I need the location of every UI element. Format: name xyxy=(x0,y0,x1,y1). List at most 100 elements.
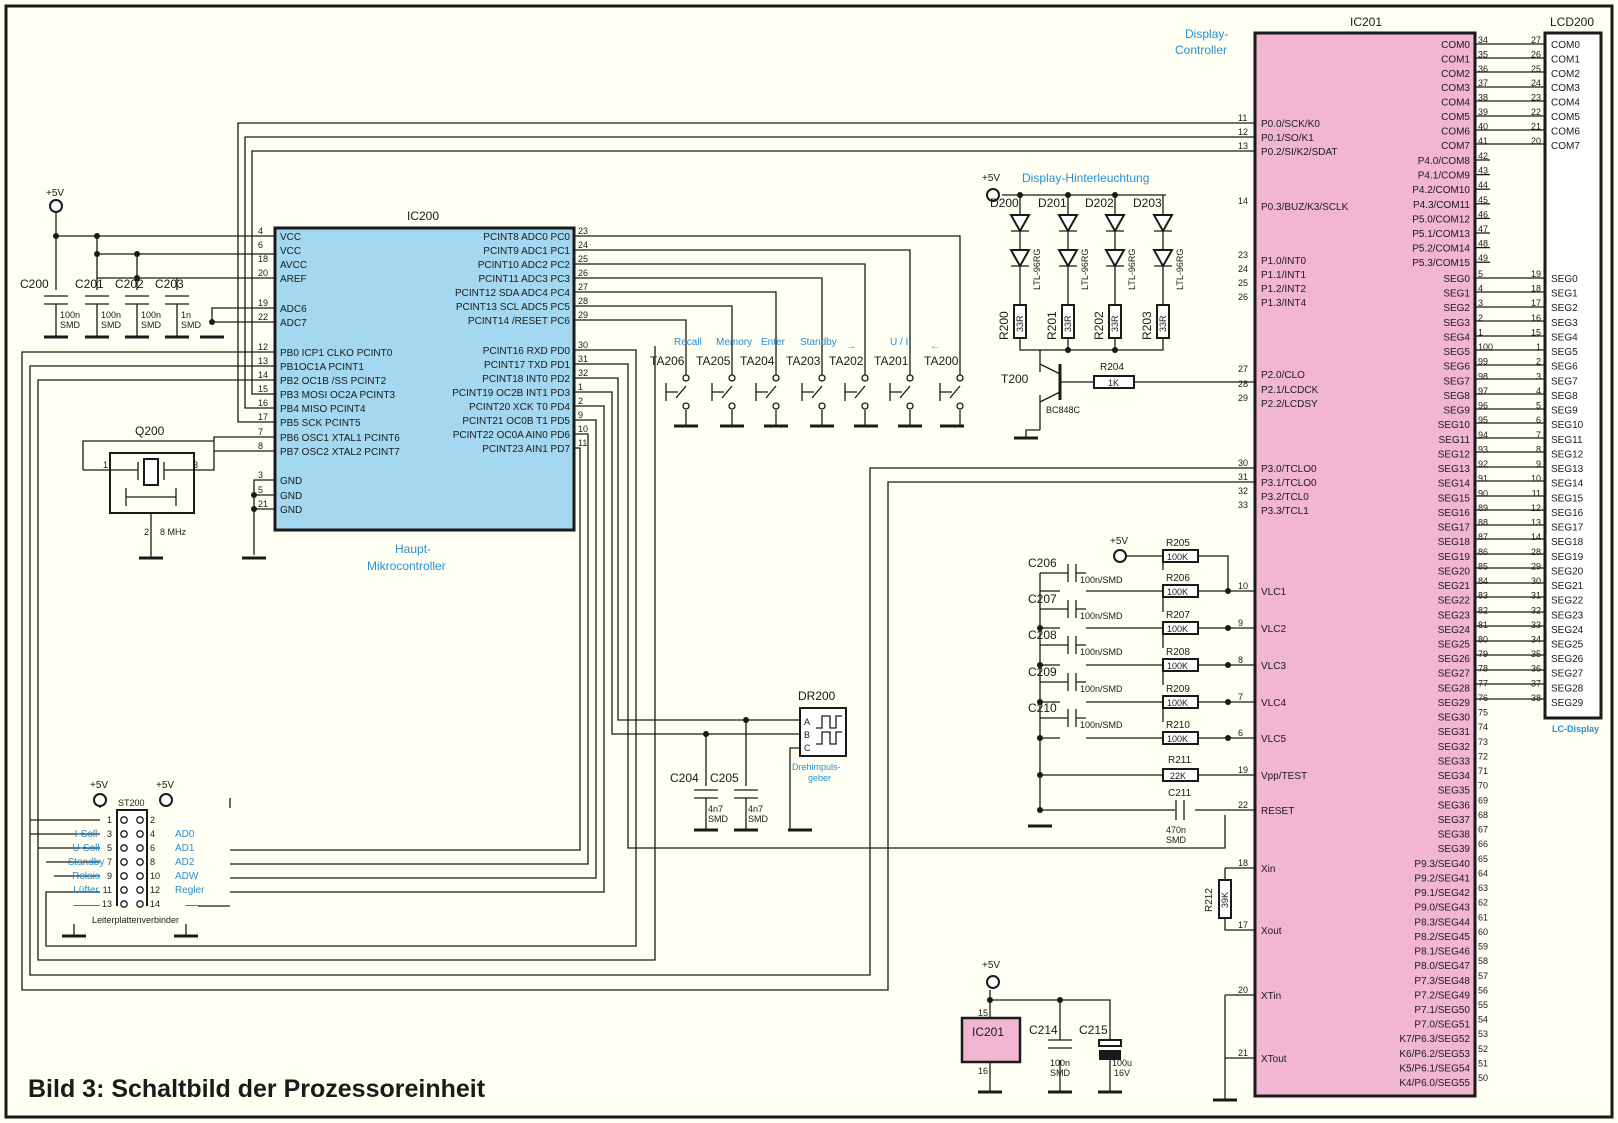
ic201-pin-label: XTout xyxy=(1261,1054,1287,1065)
lcd-pin-number: 10 xyxy=(1531,474,1541,484)
wiring xyxy=(21,43,1545,1100)
enc-cap-value: SMD xyxy=(708,814,729,824)
ic201-pin-label: P5.0/COM12 xyxy=(1412,214,1470,225)
ic201-pin-number: 5 xyxy=(1478,269,1483,279)
lcd-pin-label: SEG26 xyxy=(1551,654,1584,665)
ic200-pin-label: ADC6 xyxy=(280,304,307,315)
connector-pins: 13I-Soll5U-Soll7Standby9Relais11Lüfter13… xyxy=(68,815,205,909)
ic200-pin-number: 17 xyxy=(258,412,268,422)
enc-cap-plates xyxy=(734,789,758,818)
capacitor-value: 100n xyxy=(60,310,80,320)
ic201-pin-number: 30 xyxy=(1238,458,1248,468)
resistor-body xyxy=(1108,304,1122,339)
encoder-pin-b: B xyxy=(804,730,810,740)
ic200-pin-label: PCINT13 SCL ADC5 PC5 xyxy=(456,302,571,313)
ic201-pin-label: P1.2/INT2 xyxy=(1261,284,1306,295)
ic201-pin-label: SEG12 xyxy=(1438,449,1471,460)
capacitor-value: SMD xyxy=(181,320,202,330)
ic201-pin-number: 35 xyxy=(1478,49,1488,59)
lcd-pin-label: SEG7 xyxy=(1551,376,1578,387)
connector-pin xyxy=(136,900,144,908)
led-symbol xyxy=(1152,214,1174,234)
enc-cap-ref: C205 xyxy=(710,771,739,785)
ic201-pin-label: SEG2 xyxy=(1443,303,1470,314)
lcd-pin-label: SEG18 xyxy=(1551,537,1584,548)
ic201-pin-number: 36 xyxy=(1478,64,1488,74)
ic201-pin-number: 90 xyxy=(1478,488,1488,498)
ic200-pin-number: 4 xyxy=(258,226,263,236)
resistor-value: 33R xyxy=(1158,315,1168,332)
ic200-pin-number: 15 xyxy=(258,384,268,394)
ic201-pin-number: 57 xyxy=(1478,971,1488,981)
ic201-pin-label: P4.0/COM8 xyxy=(1418,156,1471,167)
ic200-pin-label: PB1OC1A PCINT1 xyxy=(280,362,364,373)
lcd-pin-number: 37 xyxy=(1531,678,1541,688)
ic201-pin-number: 33 xyxy=(1238,500,1248,510)
connector-signal: AD1 xyxy=(175,843,195,854)
ic201-pin-label: SEG5 xyxy=(1443,347,1470,358)
button-terminal xyxy=(861,374,869,382)
ic201-pin-label: SEG35 xyxy=(1438,786,1471,797)
ic201-pin-number: 88 xyxy=(1478,518,1488,528)
lcd-pin-number: 8 xyxy=(1536,444,1541,454)
connector-signal: I-Soll xyxy=(75,829,98,840)
ic200-pin-number: 32 xyxy=(578,368,588,378)
led-type: LTL-96RG xyxy=(1175,249,1185,290)
ic201-pin-label: SEG27 xyxy=(1438,669,1471,680)
supply-ic-pin: 16 xyxy=(978,1066,988,1076)
ic201-pin-label: P8.2/SEG45 xyxy=(1414,932,1470,943)
ic201-pin-number: 85 xyxy=(1478,561,1488,571)
lcd-pin-label: SEG19 xyxy=(1551,552,1584,563)
lcd-pin-number: 15 xyxy=(1531,327,1541,337)
lcd-name: LCD200 xyxy=(1550,15,1594,29)
supply-label: +5V xyxy=(982,173,1000,184)
connector-pin-number: 1 xyxy=(107,815,112,825)
ic201-pin-label: P8.3/SEG44 xyxy=(1414,917,1470,928)
ic200-pin-label: PB2 OC1B /SS PCINT2 xyxy=(280,376,387,387)
led-type: LTL-96RG xyxy=(1080,249,1090,290)
r211-ref: R211 xyxy=(1168,755,1192,766)
crystal-freq: 8 MHz xyxy=(160,527,187,537)
c215-ref: C215 xyxy=(1079,1023,1108,1037)
lcd-pin-number: 33 xyxy=(1531,620,1541,630)
lcd-pin-number: 11 xyxy=(1532,488,1541,498)
encoder-pin-a: A xyxy=(804,717,810,727)
c214-v2: SMD xyxy=(1050,1068,1071,1078)
button-actuator xyxy=(939,383,952,401)
led-cathode xyxy=(1154,230,1172,250)
led-symbol xyxy=(1152,249,1174,269)
lcd-pin-number: 30 xyxy=(1531,576,1541,586)
button-function: ← xyxy=(930,341,940,352)
lcd-pin-number: 16 xyxy=(1531,313,1541,323)
lcd-pin-label: SEG22 xyxy=(1551,596,1584,607)
ic201-pin-label: VLC2 xyxy=(1261,624,1286,635)
ic201-pin-number: 20 xyxy=(1238,985,1248,995)
r212-ref: R212 xyxy=(1204,888,1215,912)
resistor-ref: R202 xyxy=(1092,311,1106,340)
bias-network: C206100n/SMDC207100n/SMDC208100n/SMDC209… xyxy=(1028,538,1199,745)
lcd-pin-label: SEG23 xyxy=(1551,610,1584,621)
ic201-pin-number: 43 xyxy=(1478,166,1488,176)
connector-pin-number: 5 xyxy=(107,843,112,853)
enc-cap-value: 4n7 xyxy=(748,804,763,814)
lcd-pin-label: SEG8 xyxy=(1551,391,1578,402)
button-contact xyxy=(854,370,866,426)
lcd-pin-number: 2 xyxy=(1536,357,1541,367)
ic201-pin-label: Vpp/TEST xyxy=(1261,771,1307,782)
ic201-pin-label: SEG7 xyxy=(1443,376,1470,387)
ic201-pin-number: 6 xyxy=(1238,728,1243,738)
ic201-pin-number: 29 xyxy=(1238,393,1248,403)
button-ref: TA206 xyxy=(650,354,685,368)
ic201-pin-number: 98 xyxy=(1478,371,1488,381)
bias-cap-value: 100n/SMD xyxy=(1080,684,1123,694)
connector-pin xyxy=(120,872,128,880)
ic200-pin-label: AREF xyxy=(280,274,307,285)
button-terminal xyxy=(728,374,736,382)
button-actuator xyxy=(711,383,724,401)
ic201-pin-number: 27 xyxy=(1238,364,1248,374)
ic201-pin-number: 17 xyxy=(1238,920,1248,930)
ic200-pin-number: 14 xyxy=(258,370,268,380)
button-contact xyxy=(765,370,777,426)
transistor-ref: T200 xyxy=(1001,372,1029,386)
